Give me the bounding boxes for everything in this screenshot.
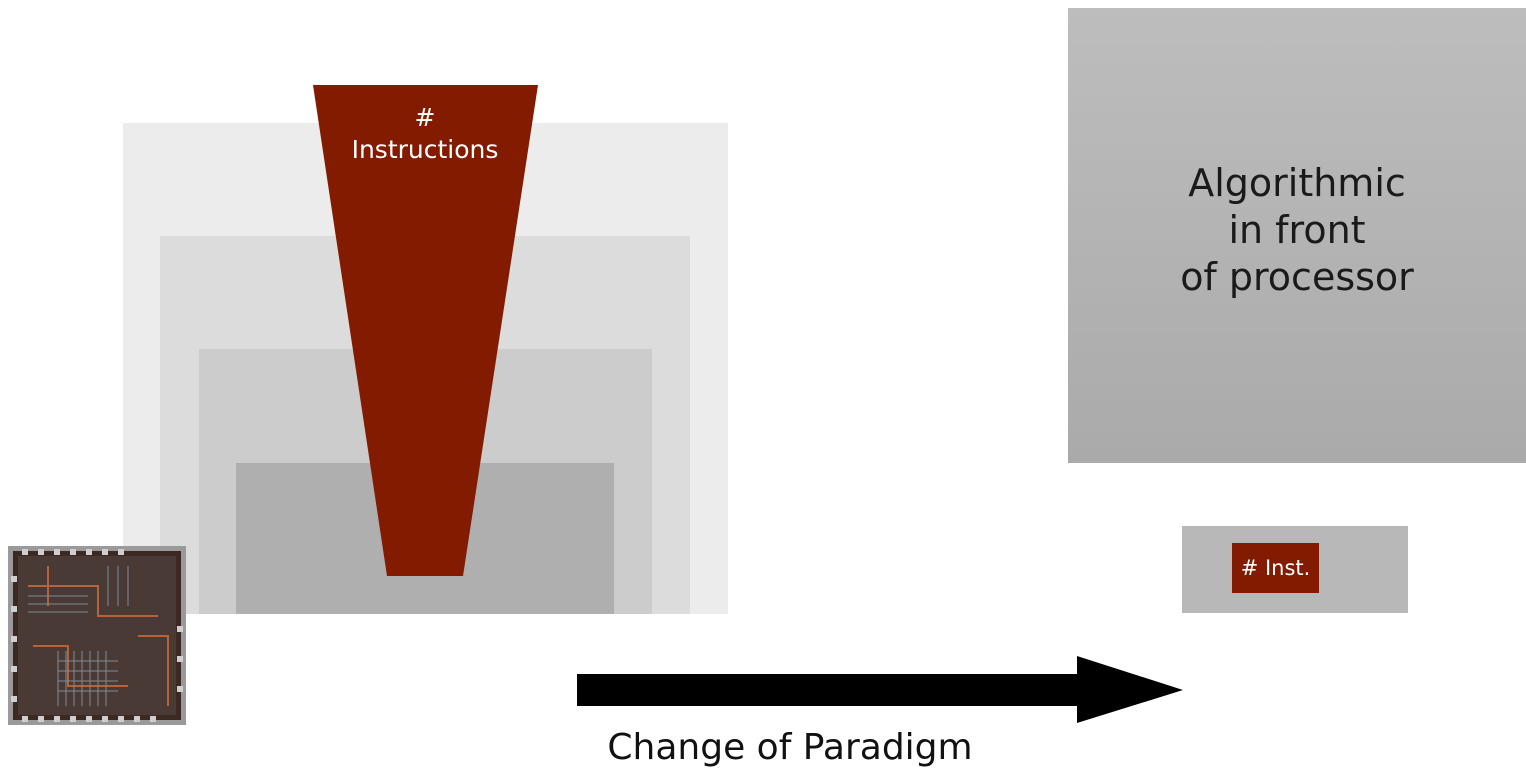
processor-die-icon (8, 546, 186, 725)
arrow-head (1077, 656, 1183, 723)
arrow-shaft (577, 674, 1082, 706)
paradigm-label: Change of Paradigm (607, 727, 973, 768)
reduced-instruction-box: # Inst. (1182, 526, 1408, 613)
instruction-badge: # Inst. (1232, 543, 1319, 593)
algorithmic-box: Algorithmic in front of processor (1068, 8, 1526, 463)
paradigm-arrow (577, 656, 1183, 723)
instructions-funnel (313, 85, 538, 576)
algorithmic-label: Algorithmic in front of processor (1180, 161, 1414, 299)
funnel-label: # Instructions (351, 103, 499, 164)
